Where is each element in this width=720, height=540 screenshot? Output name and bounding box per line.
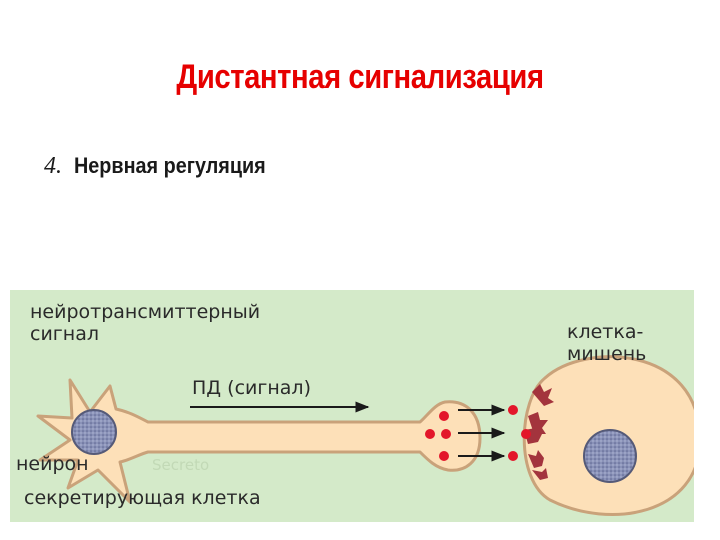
neuron-label: нейрон — [16, 453, 89, 475]
figure-drawing: Secreto — [36, 355, 694, 516]
signal-label-line2: сигнал — [30, 323, 99, 345]
secreting-cell-label: секретирующая клетка — [24, 487, 261, 509]
receptor — [532, 384, 554, 406]
vesicle — [439, 451, 449, 461]
target-label-line1: клетка- — [567, 321, 644, 343]
action-potential-label: ПД (сигнал) — [192, 377, 311, 399]
slide-title: Дистантная сигнализация — [176, 58, 544, 96]
subtitle-number: 4. — [44, 153, 62, 179]
signal-label-line1: нейротрансмиттерный — [30, 301, 261, 323]
subtitle: 4. Нервная регуляция — [44, 153, 287, 180]
vesicle — [439, 411, 449, 421]
subtitle-text: Нервная регуляция — [74, 153, 266, 178]
receptor — [532, 468, 548, 480]
vesicle — [425, 429, 435, 439]
target-label-line2: мишень — [567, 343, 647, 365]
neurotransmitter-bound — [521, 429, 531, 439]
target-cell-nucleus — [583, 429, 637, 483]
neurotransmitter — [508, 451, 518, 461]
vesicle — [441, 429, 451, 439]
neuron-signaling-figure: Secreto нейротрансмиттерный сигнал клетк… — [10, 290, 694, 522]
receptor — [528, 450, 544, 468]
neuron-nucleus — [71, 409, 117, 455]
faded-text: Secreto — [152, 456, 209, 474]
neurotransmitter — [508, 405, 518, 415]
